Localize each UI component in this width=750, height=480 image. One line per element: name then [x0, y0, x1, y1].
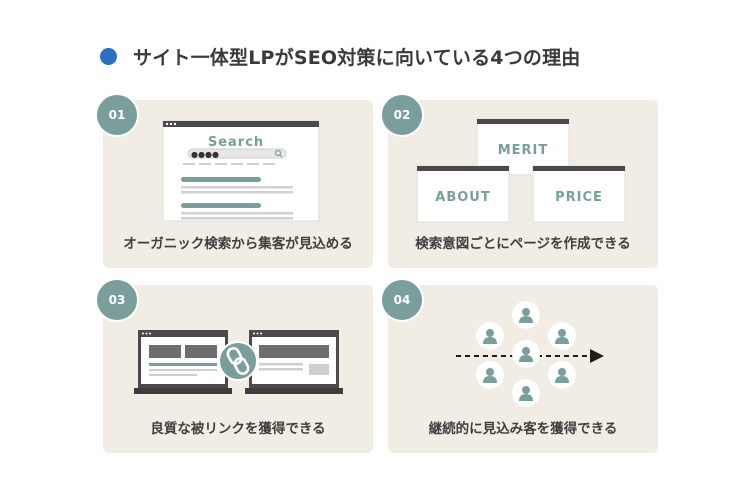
card-number-badge: 02 [380, 93, 424, 137]
page-window-price: PRICE [532, 165, 626, 223]
monitor-right [245, 330, 343, 394]
card-caption: 継続的に見込み客を獲得できる [428, 421, 618, 437]
prospects-illustration [456, 301, 604, 407]
reason-card-3: 03 良質な被リンクを獲得できる [95, 278, 373, 453]
link-icon [218, 341, 258, 381]
card-caption: 良質な被リンクを獲得できる [150, 421, 326, 437]
person-icon [512, 340, 540, 368]
page-window-about: ABOUT [416, 165, 510, 223]
search-icon [274, 149, 283, 158]
svg-text:PRICE: PRICE [555, 190, 603, 205]
search-heading: Search [208, 135, 264, 150]
card-caption: 検索意図ごとにページを作成できる [415, 236, 631, 252]
person-icon [548, 322, 576, 350]
backlink-illustration [134, 330, 343, 394]
card-number-badge: 04 [380, 278, 424, 322]
reason-card-2: 02 MERIT ABOUT PRICE 検索意図ごとにページを作成できる [380, 93, 658, 268]
search-results-illustration: Search ●●●● [162, 120, 320, 222]
search-box [187, 148, 287, 159]
card-number-badge: 01 [95, 93, 139, 137]
landing-pages-illustration: MERIT ABOUT PRICE [416, 118, 626, 223]
reason-card-1: 01 Search ●●●● オーガニック検索から集客が見込める [95, 93, 373, 268]
search-query-dots: ●●●● [191, 150, 219, 159]
bullet-dot-icon [100, 47, 117, 65]
card-number-badge: 03 [95, 278, 139, 322]
person-icon [512, 301, 540, 329]
monitor-left [134, 330, 232, 394]
svg-text:ABOUT: ABOUT [435, 190, 490, 205]
person-icon [512, 379, 540, 407]
reason-card-4: 04 継続的に見込み客を獲得できる [380, 278, 658, 453]
svg-text:MERIT: MERIT [498, 143, 549, 158]
header: サイト一体型LPがSEO対策に向いている4つの理由 [100, 44, 581, 69]
person-icon [476, 322, 504, 350]
card-caption: オーガニック検索から集客が見込める [123, 236, 353, 252]
arrow-right-icon [590, 349, 604, 363]
person-icon [476, 361, 504, 389]
person-icon [548, 361, 576, 389]
page-title: サイト一体型LPがSEO対策に向いている4つの理由 [133, 46, 581, 69]
